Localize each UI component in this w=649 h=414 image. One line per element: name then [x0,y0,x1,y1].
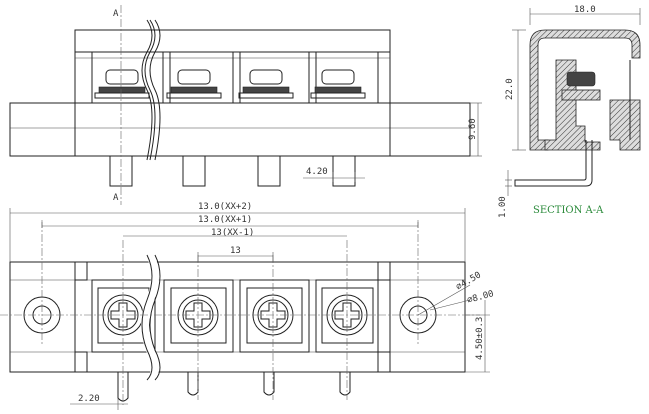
dim-section-thickness: 1.00 [498,196,508,218]
dim-overall-2: 13.0(XX+1) [198,215,252,225]
dim-pin-pitch: 4.20 [306,167,328,177]
dim-pitch: 13 [230,246,241,256]
dim-vertical: 4.50±0.3 [475,317,485,360]
section-marker-bottom: A [113,193,119,203]
dim-hole-outer: ⌀4.50 [455,270,483,292]
dim-hole-inner: ⌀8.00 [466,289,495,306]
dim-overall-3: 13(XX-1) [211,228,254,238]
dim-overall-1: 13.0(XX+2) [198,202,252,212]
section-view: 18.0 22.0 1.00 SECTION A-A [498,5,641,218]
section-marker-top: A [113,9,119,19]
dim-pin: 2.20 [78,394,100,404]
front-view: 13.0(XX+2) 13.0(XX+1) 13(XX-1) 13 ⌀4.50 … [0,202,495,410]
dim-height: 9.60 [468,118,478,140]
top-view: A A 4.20 9.60 [9,5,482,205]
dim-section-width: 18.0 [574,5,596,15]
dim-section-height: 22.0 [505,78,515,100]
section-title: SECTION A-A [533,205,604,216]
